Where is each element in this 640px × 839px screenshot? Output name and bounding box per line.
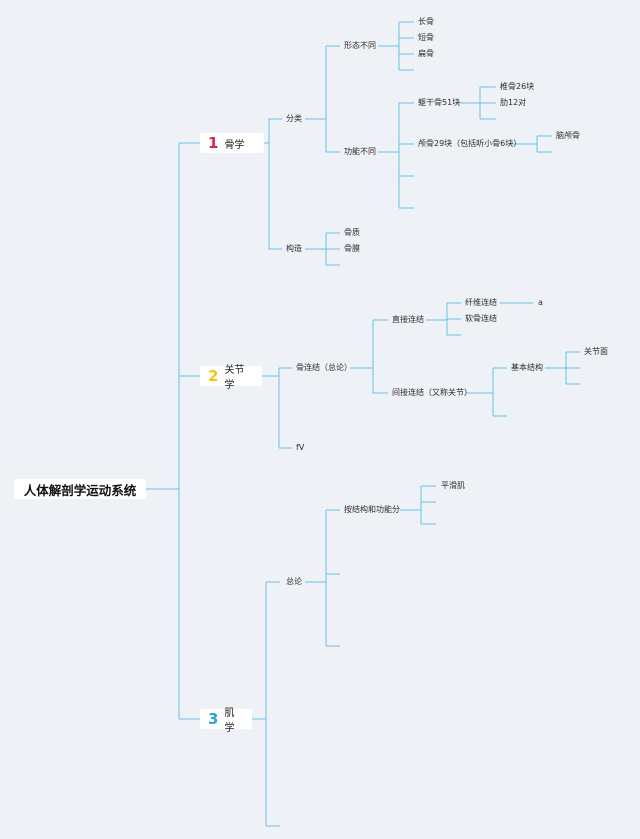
- node-cranial-bones[interactable]: 脑颅骨: [556, 131, 580, 140]
- node-bone-substance[interactable]: 骨质: [344, 228, 360, 237]
- node-long-bone[interactable]: 长骨: [418, 17, 434, 26]
- branch-label: 肌学: [224, 708, 235, 734]
- node-articular-surface[interactable]: 关节面: [584, 347, 608, 356]
- node-basic-structure[interactable]: 基本结构: [511, 363, 543, 372]
- branch-number: 2: [208, 367, 219, 385]
- node-muscle-general[interactable]: 总论: [286, 577, 302, 586]
- node-fibrous-connection[interactable]: 纤维连结: [465, 298, 497, 307]
- node-bone-connection[interactable]: 骨连结（总论）: [296, 363, 352, 372]
- branch-number: 3: [208, 710, 219, 728]
- node-by-shape[interactable]: 形态不同: [344, 41, 376, 50]
- branch-label: 关节学: [224, 365, 245, 391]
- node-flat-bone[interactable]: 扁骨: [418, 49, 434, 58]
- branch-joint[interactable]: 2 关节学: [200, 365, 262, 391]
- node-smooth-muscle[interactable]: 平滑肌: [441, 481, 465, 490]
- node-vertebrae[interactable]: 椎骨26块: [500, 82, 535, 91]
- node-structure[interactable]: 构造: [286, 244, 302, 253]
- node-classification[interactable]: 分类: [286, 114, 302, 123]
- node-periosteum[interactable]: 骨膜: [344, 244, 360, 253]
- root-topic[interactable]: 人体解剖学运动系统: [14, 479, 146, 499]
- node-cartilage-connection[interactable]: 软骨连结: [465, 314, 497, 323]
- branch-label: 骨学: [224, 139, 245, 151]
- branch-number: 1: [208, 134, 219, 152]
- node-by-structure-function[interactable]: 按结构和功能分: [344, 505, 400, 514]
- root-title: 人体解剖学运动系统: [23, 482, 137, 498]
- node-fv[interactable]: fV: [296, 443, 305, 452]
- node-skull-bones[interactable]: 颅骨29块（包括听小骨6块）: [418, 139, 522, 148]
- branch-muscle[interactable]: 3 肌学: [200, 708, 252, 734]
- branch-bone[interactable]: 1 骨学: [200, 133, 264, 153]
- node-short-bone[interactable]: 短骨: [418, 33, 434, 42]
- node-ribs[interactable]: 肋12对: [500, 98, 527, 107]
- node-direct-connection[interactable]: 直接连结: [392, 315, 424, 324]
- node-indirect-connection[interactable]: 间接连结（又称关节）: [392, 388, 472, 397]
- node-mark-a[interactable]: a: [538, 298, 543, 307]
- node-trunk-bones[interactable]: 躯干骨51块: [418, 98, 461, 107]
- node-by-function[interactable]: 功能不同: [344, 147, 376, 156]
